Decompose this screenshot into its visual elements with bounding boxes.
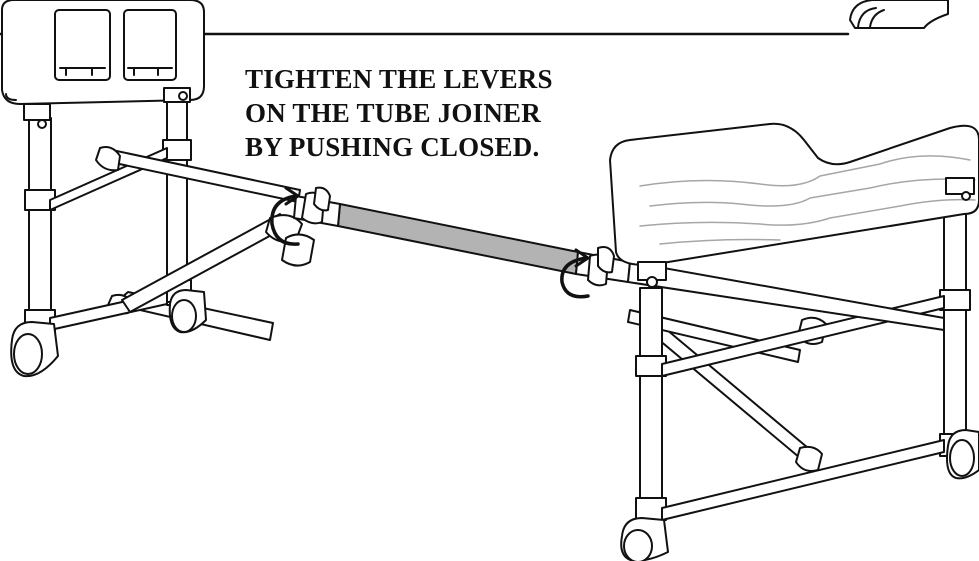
right-wheels [620, 429, 979, 561]
wood-grain [639, 155, 976, 245]
tube-joiner [281, 186, 631, 287]
instruction-line-3: BY PUSHING CLOSED. [245, 132, 540, 162]
instruction-text: TIGHTEN THE LEVERS ON THE TUBE JOINER BY… [245, 62, 553, 164]
left-frame [1, 0, 303, 378]
instruction-line-2: ON THE TUBE JOINER [245, 98, 541, 128]
corner-wheel [849, 0, 949, 29]
instruction-line-1: TIGHTEN THE LEVERS [245, 64, 553, 94]
tighten-arrow-left [270, 186, 300, 246]
right-frame [609, 122, 979, 561]
tighten-arrow-right [560, 248, 590, 299]
left-wheels [10, 289, 207, 378]
tighten-arrow-icon [270, 194, 300, 246]
tighten-arrow-icon [560, 256, 590, 299]
